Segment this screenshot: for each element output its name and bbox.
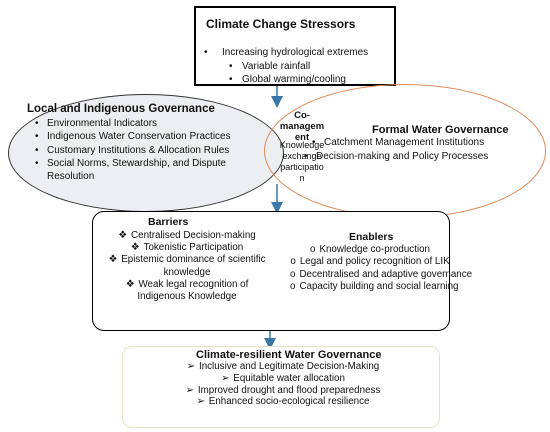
formal-governance-list: Catchment Management Institutions Decisi… [304,136,488,164]
local-governance-item: Environmental Indicators [35,117,269,131]
co-management-sub-line: Knowledge [279,140,325,150]
stressors-box: Climate Change Stressors • Increasing hy… [194,6,396,86]
diamond-bullet-icon: ❖ [130,242,140,254]
co-management-subtext: Knowledge exchange participatio n [274,140,330,184]
barrier-item-text: Tokenistic Participation [143,242,244,254]
arrowhead-bullet-icon: ➢ [196,396,205,408]
co-management-sub-line: n [299,173,305,183]
stressors-title: Climate Change Stressors [206,17,356,31]
stressor-item: • Variable rainfall [196,60,368,74]
barrier-item: ❖Centralised Decision-making [102,230,272,242]
formal-governance-item: Decision-making and Policy Processes [304,150,488,164]
stressor-item-text: Global warming/cooling [242,74,346,85]
co-management-title-line: managem [279,121,325,132]
stressor-item: • Increasing hydrological extremes [196,46,368,60]
bullet-icon: • [204,47,208,58]
outcome-list: ➢Inclusive and Legitimate Decision-Makin… [155,361,411,408]
barrier-item: ❖Tokenistic Participation [102,242,272,254]
circle-bullet-icon: o [290,268,296,280]
local-governance-title: Local and Indigenous Governance [27,103,215,115]
diamond-bullet-icon: ❖ [108,254,118,266]
local-governance-list: Environmental Indicators Indigenous Wate… [35,117,269,184]
enabler-item-text: Decentralised and adaptive governance [299,268,473,280]
formal-governance-title: Formal Water Governance [372,124,509,136]
enablers-title: Enablers [349,231,394,243]
arrowhead-bullet-icon: ➢ [186,361,195,372]
outcome-item: ➢Improved drought and flood preparedness [155,385,411,397]
circle-bullet-icon: o [309,244,316,255]
stressors-list: • Increasing hydrological extremes • Var… [196,46,368,87]
outcome-item-text: Enhanced socio-ecological resilience [208,396,370,408]
diamond-bullet-icon: ❖ [118,230,128,241]
co-management-title-line: ent [294,132,310,143]
co-management-sub-line: participatio [280,162,324,172]
outcome-item-text: Improved drought and flood preparedness [197,384,381,396]
diamond-bullet-icon: ❖ [125,278,135,290]
outcome-item: ➢Enhanced socio-ecological resilience [155,396,411,408]
circle-bullet-icon: o [290,256,296,268]
stressor-item: • Global warming/cooling [196,73,368,87]
outcome-box [122,346,440,428]
formal-governance-item: Catchment Management Institutions [312,136,496,150]
stressor-item-text: Variable rainfall [242,60,311,72]
barrier-item-text: Centralised Decision-making [131,230,256,241]
co-management-title-line: Co- [294,110,310,121]
local-governance-item: Indigenous Water Conservation Practices [35,130,269,144]
bullet-icon: • [229,74,233,85]
enabler-item-text: Knowledge co-production [319,244,430,255]
outcome-item: ➢Equitable water allocation [155,373,411,385]
local-governance-item: Social Norms, Stewardship, and Dispute R… [35,157,247,184]
stressor-item-text: Increasing hydrological extremes [222,47,369,58]
barrier-item: ❖Weak legal recognition of Indigenous Kn… [102,279,272,303]
barriers-enablers-box [92,211,450,331]
enabler-item-text: Legal and policy recognition of LIK [299,256,450,268]
enabler-item-text: Capacity building and social learning [299,281,459,293]
outcome-item-text: Inclusive and Legitimate Decision-Making [198,361,380,372]
circle-bullet-icon: o [290,281,296,293]
local-governance-item: Customary Institutions & Allocation Rule… [35,144,269,158]
outcome-item-text: Equitable water allocation [233,372,345,384]
barrier-item-text: Epistemic dominance of scientific knowle… [121,254,266,278]
barrier-item-text: Weak legal recognition of Indigenous Kno… [137,278,249,303]
outcome-title: Climate-resilient Water Governance [196,349,382,361]
co-management-sub-line: exchange [282,151,322,161]
arrowhead-bullet-icon: ➢ [185,384,194,396]
barrier-item: ❖Epistemic dominance of scientific knowl… [102,254,272,278]
bullet-icon: • [229,60,233,72]
outcome-item: ➢Inclusive and Legitimate Decision-Makin… [155,361,411,373]
barriers-list: ❖Centralised Decision-making ❖Tokenistic… [102,230,272,303]
arrowhead-bullet-icon: ➢ [221,372,230,384]
co-management-title: Co- managem ent [272,110,332,143]
barriers-title: Barriers [148,216,189,228]
